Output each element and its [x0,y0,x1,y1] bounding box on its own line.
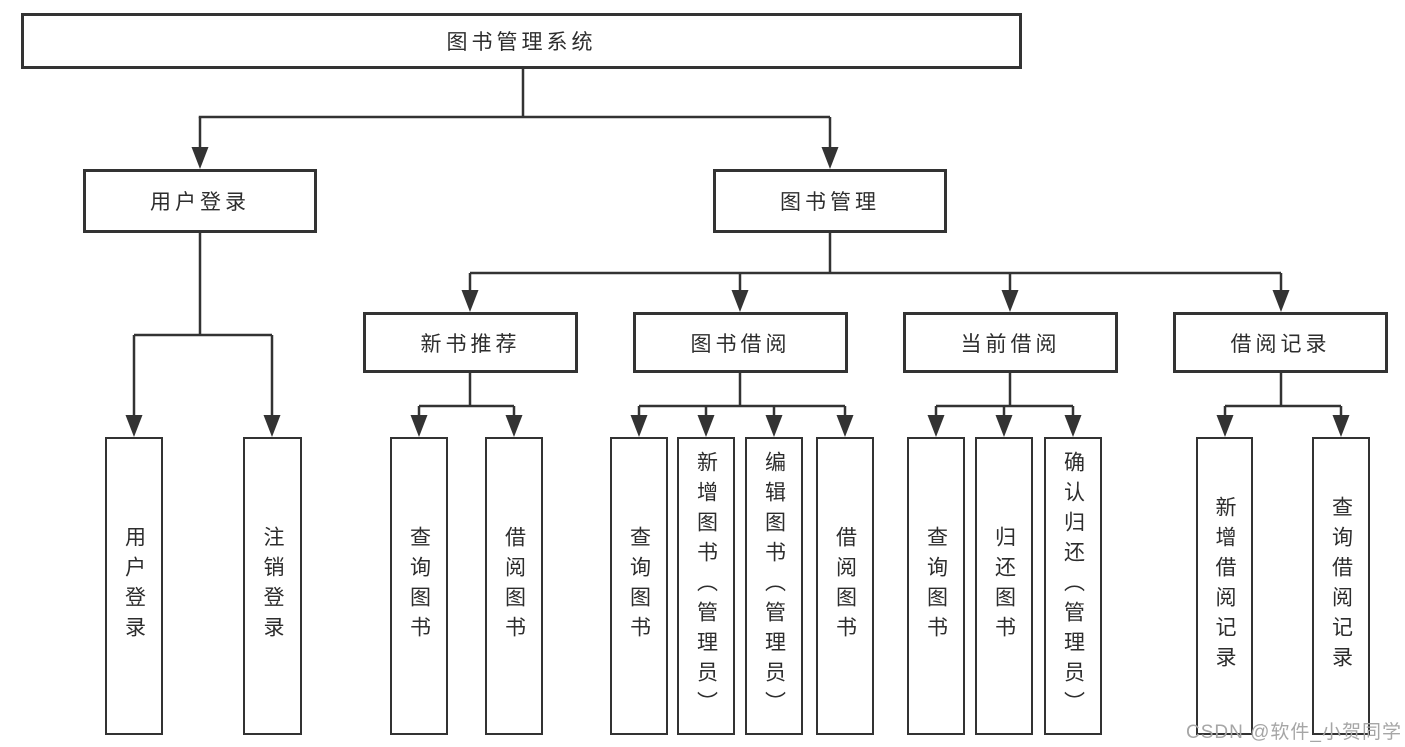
leaf-br-query-record: 查询借阅记录 [1312,437,1370,735]
node-book-management: 图书管理 [713,169,947,233]
arrowhead-icons [125,147,1350,437]
leaf-bb-borrow-book: 借阅图书 [816,437,874,735]
leaf-rec-query-book: 查询图书 [390,437,448,735]
node-user-login: 用户登录 [83,169,317,233]
leaf-rec-borrow-book: 借阅图书 [485,437,543,735]
node-book-borrow: 图书借阅 [633,312,848,373]
node-new-book-recommend: 新书推荐 [363,312,578,373]
node-root-system: 图书管理系统 [21,13,1022,69]
node-borrow-record: 借阅记录 [1173,312,1388,373]
tree-edges [132,69,1343,416]
leaf-cb-return-book: 归还图书 [975,437,1033,735]
leaf-bb-add-book-admin: 新增图书（管理员） [677,437,735,735]
csdn-watermark: CSDN @软件_小贺同学 [1186,722,1402,743]
leaf-cb-query-book: 查询图书 [907,437,965,735]
leaf-user-login: 用户登录 [105,437,163,735]
leaf-logout: 注销登录 [243,437,302,735]
leaf-bb-edit-book-admin: 编辑图书（管理员） [745,437,803,735]
leaf-br-add-record: 新增借阅记录 [1196,437,1253,735]
leaf-bb-query-book: 查询图书 [610,437,668,735]
node-current-borrow: 当前借阅 [903,312,1118,373]
leaf-cb-confirm-return-admin: 确认归还（管理员） [1044,437,1102,735]
